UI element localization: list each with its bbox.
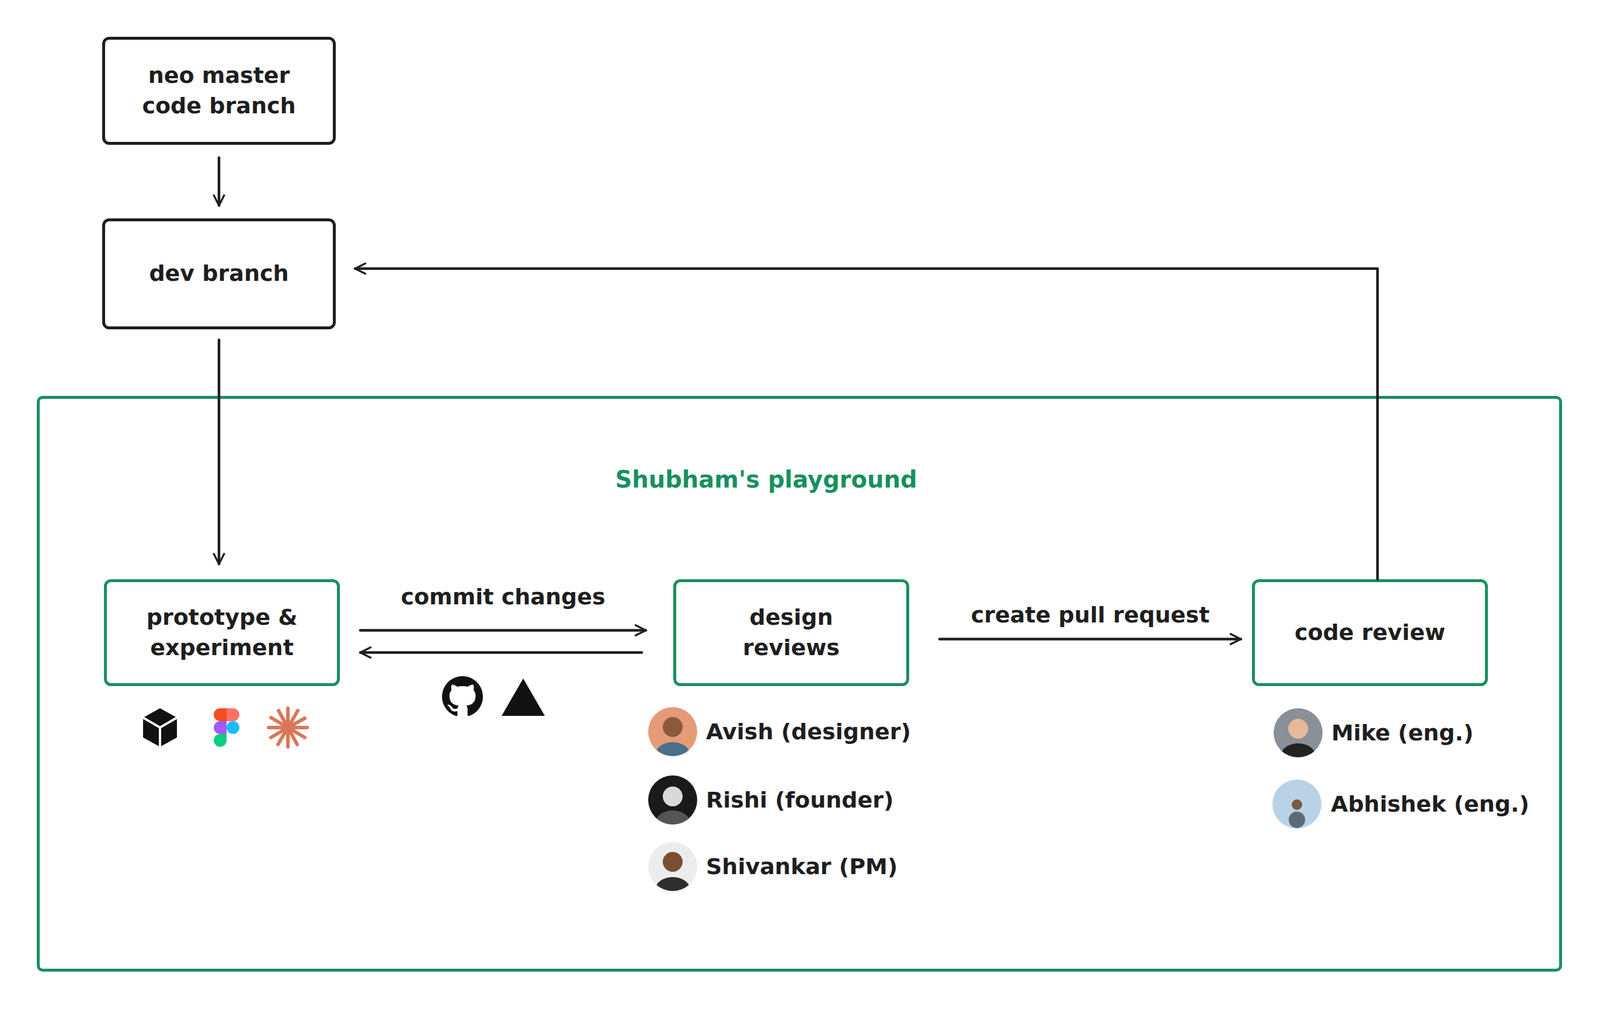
avatar-bg <box>648 842 698 892</box>
ray <box>287 727 305 738</box>
ray <box>287 718 305 728</box>
arrow-connector <box>360 628 646 632</box>
ray <box>277 727 288 745</box>
avatar <box>648 775 698 837</box>
figma-icon <box>213 708 240 747</box>
box-label: dev branch <box>148 258 289 289</box>
box-label: design reviews <box>705 602 878 663</box>
box-label: neo master code branch <box>134 60 304 121</box>
ray <box>278 710 288 728</box>
vercel-icon <box>501 678 545 716</box>
ray <box>286 727 290 747</box>
figma-part <box>213 734 227 747</box>
edge-label: commit changes <box>400 583 605 610</box>
avatar-head <box>662 717 683 737</box>
avatar <box>648 842 698 903</box>
person-label: Mike (eng.) <box>1331 720 1474 746</box>
process-box: code review <box>1251 579 1488 687</box>
person-label: Avish (designer) <box>705 718 911 745</box>
avatar-body <box>655 810 691 837</box>
ray <box>287 725 308 730</box>
avatar-head <box>662 851 683 872</box>
avatar <box>1272 779 1322 829</box>
avatar-bg <box>648 775 698 825</box>
avatar-head <box>662 786 683 807</box>
avatar-bg <box>648 707 698 757</box>
branch-box: neo master code branch <box>102 36 336 145</box>
figma-part <box>226 721 240 735</box>
arrow-connector <box>217 157 221 206</box>
ray <box>286 708 290 728</box>
cube-edges <box>143 717 177 747</box>
ray <box>287 710 298 728</box>
arrow-connector <box>939 637 1241 641</box>
claude-icon <box>268 708 308 747</box>
process-box: design reviews <box>673 579 910 687</box>
avatar <box>648 707 698 768</box>
person-label: Shivankar (PM) <box>705 853 898 880</box>
figma-part <box>213 721 227 735</box>
cube-icon <box>143 708 177 747</box>
avatar-body <box>1280 743 1316 770</box>
person-label: Abhishek (eng.) <box>1330 791 1530 817</box>
avatar-bg <box>1273 708 1323 758</box>
ray <box>268 725 288 730</box>
avatar-body <box>1288 811 1306 829</box>
ray <box>270 727 288 738</box>
arrow-connector <box>355 268 1378 580</box>
figma-part <box>226 708 240 722</box>
github-mark <box>442 676 483 716</box>
group-title: Shubham's playground <box>614 465 917 493</box>
avatar <box>1273 708 1323 770</box>
arrow-connector <box>360 651 642 655</box>
cube-shape <box>143 708 177 747</box>
edge-label: create pull request <box>971 602 1210 628</box>
avatar-head <box>1291 799 1303 810</box>
avatar-body <box>655 877 691 903</box>
box-label: prototype & experiment <box>136 602 308 663</box>
avatar-head <box>1288 718 1309 739</box>
arrow-connector <box>217 339 221 565</box>
ray <box>270 717 288 728</box>
github-icon <box>442 676 483 716</box>
playground-group: Shubham's playground prototype & experime… <box>36 395 1563 972</box>
ray <box>287 727 298 745</box>
box-label: code review <box>1294 617 1446 648</box>
person-label: Rishi (founder) <box>705 787 894 813</box>
branch-box: dev branch <box>102 218 336 330</box>
avatar-body <box>655 742 691 768</box>
process-box: prototype & experiment <box>103 579 340 687</box>
figma-part <box>213 708 227 722</box>
avatar-bg <box>1272 779 1322 829</box>
